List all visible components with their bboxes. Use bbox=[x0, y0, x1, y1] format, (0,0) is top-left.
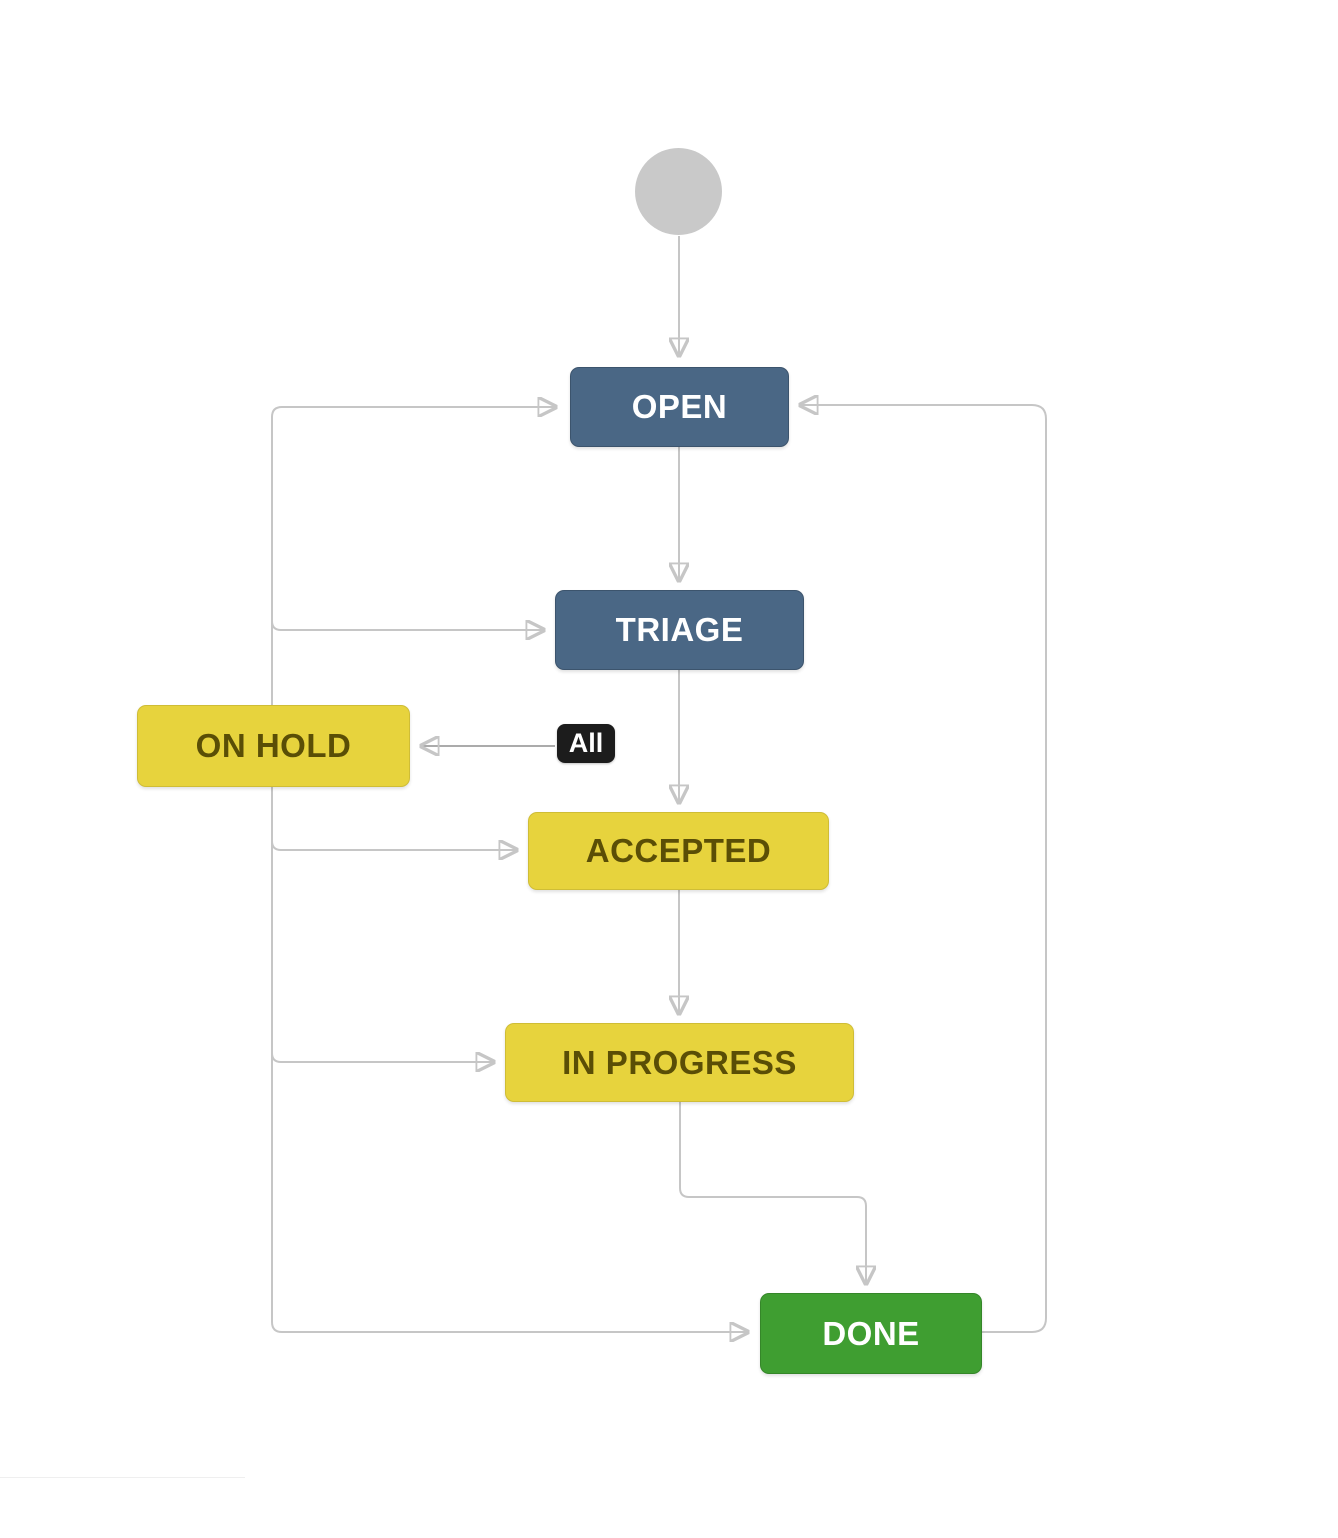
edge-rail-to-triage bbox=[271, 621, 544, 630]
status-node-triage[interactable]: TRIAGE bbox=[555, 590, 804, 670]
faint-divider-line bbox=[0, 1477, 245, 1478]
status-node-in-progress[interactable]: IN PROGRESS bbox=[505, 1023, 854, 1102]
status-node-done[interactable]: DONE bbox=[760, 1293, 982, 1374]
status-node-accepted[interactable]: ACCEPTED bbox=[528, 812, 829, 890]
status-node-on-hold[interactable]: ON HOLD bbox=[137, 705, 410, 787]
transition-label-all[interactable]: All bbox=[557, 724, 615, 763]
edge-rail-to-open bbox=[271, 407, 556, 1322]
edge-rail-to-in-progress bbox=[271, 1053, 494, 1062]
start-node-circle[interactable] bbox=[635, 148, 722, 235]
edge-in-progress-to-done bbox=[679, 1101, 866, 1284]
edge-done-to-open bbox=[800, 405, 1047, 1333]
edge-rail-to-done bbox=[271, 1321, 748, 1332]
status-node-open[interactable]: OPEN bbox=[570, 367, 789, 447]
edge-rail-to-accepted bbox=[271, 841, 517, 850]
